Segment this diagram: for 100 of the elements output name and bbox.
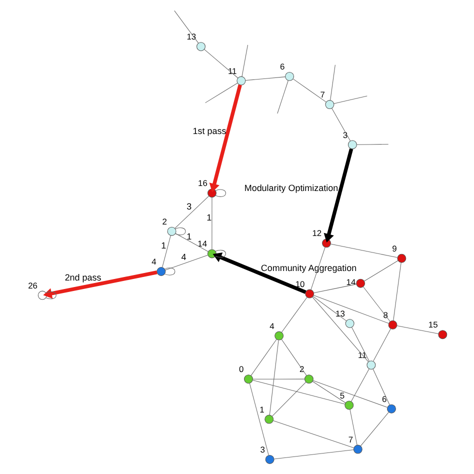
connector [350, 368, 369, 402]
node-circle [264, 414, 274, 424]
node-label: 16 [198, 178, 207, 188]
edge-label: 2nd pass [64, 272, 101, 283]
connector [214, 189, 226, 197]
connector [362, 286, 390, 322]
node-circle [388, 320, 397, 330]
node-label: 0 [238, 364, 244, 374]
node-label: 14 [346, 276, 356, 287]
connector [45, 291, 56, 300]
node-circle [284, 72, 294, 81]
connector [292, 78, 326, 102]
connector [310, 247, 325, 290]
node-label: 11 [227, 66, 236, 76]
connector [252, 378, 304, 380]
connector [241, 44, 248, 77]
arrow [208, 84, 242, 192]
node-label: 13 [186, 32, 196, 42]
node-circle [344, 319, 354, 328]
node-label: 15 [428, 320, 438, 330]
node-label: 3 [260, 444, 264, 455]
connector [312, 380, 388, 408]
node-circle [366, 360, 376, 370]
connector [276, 80, 288, 114]
connector [272, 420, 354, 448]
connector [248, 382, 268, 456]
connector [330, 64, 335, 101]
arrow [212, 252, 306, 294]
connector [250, 339, 276, 376]
connector [204, 82, 238, 104]
connector [203, 49, 238, 78]
connector [396, 325, 438, 334]
node-label: 6 [280, 61, 284, 72]
connector [268, 340, 278, 416]
arrow [42, 270, 157, 299]
edge-label: 1st pass [192, 126, 226, 136]
node-circle [344, 400, 354, 410]
node-circle [37, 290, 46, 300]
connector [392, 262, 401, 321]
node-label: 7 [348, 434, 353, 444]
connector [312, 296, 368, 362]
connector [312, 381, 346, 404]
node-label: 10 [294, 278, 304, 289]
node-circle [264, 454, 274, 464]
node-label: 11 [358, 350, 366, 360]
node-label: 1 [259, 404, 264, 414]
node-circle [156, 267, 166, 276]
node-circle [347, 140, 356, 150]
node-circle [166, 226, 176, 236]
node-circle [352, 444, 362, 454]
node-label: 6 [381, 394, 386, 404]
node-circle [386, 404, 396, 414]
node-circle [207, 188, 216, 198]
connector [349, 409, 357, 446]
node-label: 12 [312, 228, 322, 238]
connector [313, 284, 356, 294]
connector [214, 250, 226, 258]
node-circle [438, 330, 447, 340]
connector [330, 244, 398, 258]
connector [280, 297, 307, 333]
connector [164, 268, 175, 276]
node-circle [322, 238, 330, 248]
connector [174, 233, 208, 252]
node-label: 5 [339, 390, 344, 400]
edge-label: 1 [186, 232, 192, 242]
connector [164, 254, 208, 270]
connector [351, 327, 369, 362]
connector [356, 144, 388, 145]
connector [271, 382, 306, 416]
connector [372, 368, 390, 406]
connector [211, 197, 212, 250]
connector [252, 380, 345, 404]
node-label: 3 [342, 130, 348, 140]
connector [280, 339, 306, 376]
connector [174, 228, 186, 236]
node-circle [304, 289, 314, 298]
connector [174, 10, 198, 44]
node-circle [244, 374, 252, 384]
node-label: 26 [28, 280, 38, 290]
edge-label: 1 [160, 240, 166, 251]
node-circle [324, 100, 334, 110]
connector [162, 235, 170, 268]
node-label: 9 [392, 243, 396, 254]
connector [244, 76, 286, 81]
node-label: 2 [298, 364, 304, 374]
node-circle [304, 374, 313, 384]
node-circle [196, 42, 205, 52]
node-label: 13 [335, 308, 344, 319]
arrow [323, 148, 353, 242]
edge-label: 4 [180, 252, 186, 262]
connector [372, 328, 390, 362]
connector [331, 108, 350, 142]
node-label: 2 [162, 216, 166, 226]
node-circle [396, 254, 406, 263]
node-label: 4 [151, 256, 156, 267]
node-label: 7 [320, 90, 324, 100]
edge-label: 1 [206, 212, 212, 223]
node-label: 8 [382, 310, 388, 320]
connector [360, 412, 388, 446]
edge-label: Modularity Optimization [244, 183, 338, 194]
